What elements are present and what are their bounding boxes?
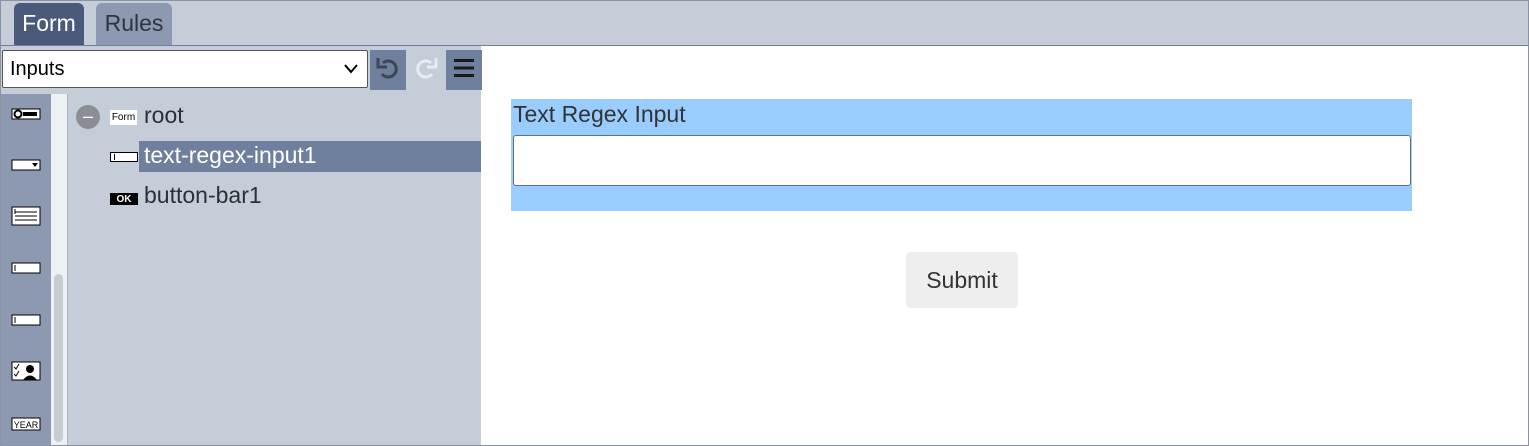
text-input-icon bbox=[110, 152, 138, 162]
tab-form[interactable]: Form bbox=[14, 3, 84, 45]
form-preview: Text Regex Input Submit bbox=[482, 46, 1528, 445]
year-badge-text: YEAR bbox=[14, 420, 39, 430]
selection-highlight bbox=[139, 141, 481, 172]
text-input-icon[interactable] bbox=[11, 258, 41, 278]
text-regex-input[interactable] bbox=[513, 135, 1411, 186]
redo-button[interactable] bbox=[408, 50, 444, 90]
tree-node-label: text-regex-input1 bbox=[144, 142, 317, 168]
undo-icon bbox=[374, 54, 402, 87]
form-badge-text: Form bbox=[111, 112, 136, 123]
tree-node-label: root bbox=[144, 102, 184, 128]
year-input-icon[interactable]: YEAR bbox=[11, 414, 41, 434]
tab-bar: Form Rules bbox=[1, 1, 1528, 46]
hamburger-menu-icon bbox=[452, 56, 476, 85]
ok-badge-text: OK bbox=[116, 193, 132, 205]
collapse-toggle-icon[interactable]: – bbox=[76, 105, 100, 129]
component-tree: – Form root text-regex-input1 OK button-… bbox=[68, 94, 481, 445]
textarea-input-icon[interactable] bbox=[11, 206, 41, 226]
tree-node-button-bar1[interactable]: OK button-bar1 bbox=[68, 182, 481, 213]
text-regex-input-field[interactable]: Text Regex Input bbox=[511, 99, 1412, 211]
submit-button[interactable]: Submit bbox=[906, 252, 1018, 308]
undo-button[interactable] bbox=[370, 50, 406, 90]
checkbox-person-icon[interactable] bbox=[11, 361, 41, 381]
palette-scrollbar[interactable] bbox=[51, 94, 67, 445]
component-palette: YEAR bbox=[1, 94, 51, 445]
dropdown-input-icon[interactable] bbox=[11, 155, 41, 175]
chevron-down-icon bbox=[343, 51, 359, 100]
select-value: Inputs bbox=[10, 58, 65, 80]
field-label: Text Regex Input bbox=[513, 101, 686, 127]
panel-divider bbox=[67, 94, 68, 445]
redo-icon bbox=[412, 54, 440, 87]
radio-input-icon[interactable] bbox=[11, 104, 41, 124]
tree-node-text-regex-input1[interactable]: text-regex-input1 bbox=[68, 141, 481, 172]
component-category-select[interactable]: Inputs bbox=[2, 50, 368, 88]
tab-rules[interactable]: Rules bbox=[96, 3, 172, 45]
tree-node-root[interactable]: – Form root bbox=[68, 100, 481, 131]
tree-node-label: button-bar1 bbox=[144, 182, 262, 208]
form-badge-icon: Form bbox=[110, 110, 137, 125]
menu-button[interactable] bbox=[446, 50, 482, 90]
text-input-icon[interactable] bbox=[11, 310, 41, 330]
ok-button-icon: OK bbox=[110, 193, 138, 205]
palette-scrollbar-thumb[interactable] bbox=[54, 274, 63, 442]
toolbar: Inputs bbox=[1, 46, 482, 94]
left-panel: Inputs bbox=[1, 46, 482, 445]
